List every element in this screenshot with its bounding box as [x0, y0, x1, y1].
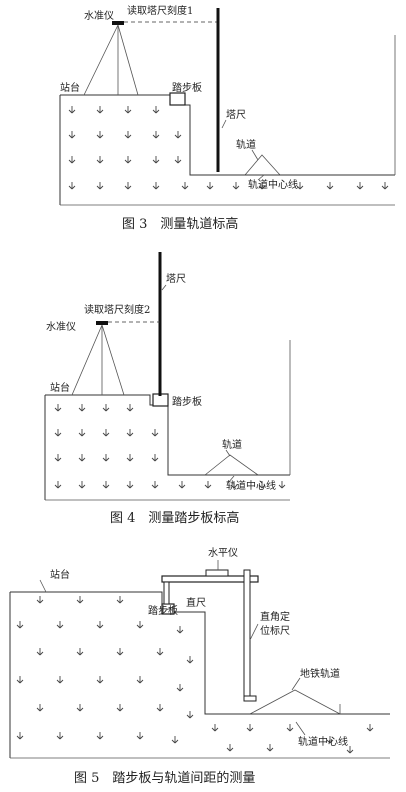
label-centerline: 轨道中心线 — [248, 178, 298, 191]
label-station: 站台 — [50, 381, 70, 394]
label-step-board: 踏步板 — [172, 395, 202, 408]
figure-3: 水准仪 读取塔尺刻度1 站台 踏步板 塔尺 轨道 轨道中心线 图 3 测量轨道标… — [59, 4, 396, 232]
label-square-ruler-line-2: 位标尺 — [260, 624, 290, 637]
level-instrument — [96, 321, 108, 325]
figure-4: 塔尺 读取塔尺刻度2 水准仪 站台 踏步板 轨道 轨道中心线 图 4 测量踏步板… — [44, 252, 291, 526]
level-instrument — [112, 21, 124, 25]
label-step-board: 踏步板 — [172, 81, 202, 94]
label-square-ruler-line-1: 直角定 — [260, 610, 290, 623]
label-staff: 塔尺 — [166, 272, 186, 285]
label-station: 站台 — [60, 81, 80, 94]
caption-figure-4: 图 4 测量踏步板标高 — [110, 510, 239, 526]
step-board — [169, 92, 186, 106]
tripod — [83, 24, 119, 96]
level-instrument — [205, 569, 229, 577]
label-staff: 塔尺 — [226, 108, 246, 121]
label-reading: 读取塔尺刻度2 — [84, 303, 150, 316]
label-centerline: 轨道中心线 — [226, 479, 276, 492]
track-triangle — [249, 689, 341, 715]
label-level: 水准仪 — [46, 321, 76, 333]
label-reading: 读取塔尺刻度1 — [127, 4, 193, 17]
platform-outline — [10, 591, 390, 715]
label-level: 水平仪 — [208, 547, 238, 559]
label-ruler: 直尺 — [186, 596, 206, 609]
platform-outline — [60, 94, 395, 176]
caption-figure-5: 图 5 踏步板与轨道间距的测量 — [74, 770, 255, 786]
tripod — [71, 324, 103, 396]
square-positioning-ruler — [243, 569, 251, 701]
label-centerline: 轨道中心线 — [298, 735, 348, 748]
label-metro-track: 地铁轨道 — [300, 667, 340, 680]
track-triangle — [244, 154, 281, 176]
label-level: 水准仪 — [84, 10, 114, 22]
label-station: 站台 — [50, 568, 70, 581]
label-step-board: 踏步板 — [148, 604, 178, 617]
label-track: 轨道 — [236, 138, 256, 151]
caption-figure-3: 图 3 测量轨道标高 — [122, 216, 238, 232]
label-track: 轨道 — [222, 438, 242, 451]
track-triangle — [204, 454, 259, 476]
figure-5: 水平仪 站台 踏步板 直尺 直角定 位标尺 地铁轨道 轨道中心线 图 5 踏步板… — [9, 547, 390, 786]
straight-ruler — [163, 581, 170, 605]
